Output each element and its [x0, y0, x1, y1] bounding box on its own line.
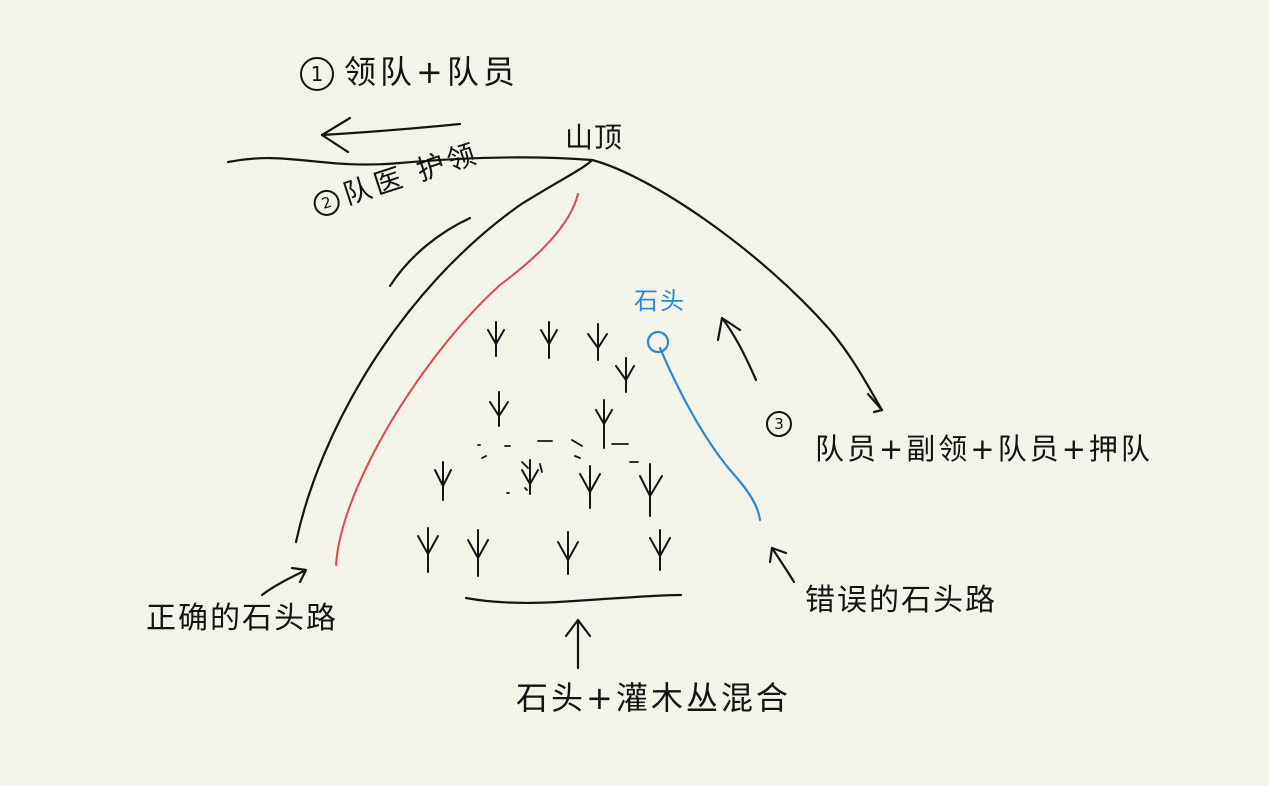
shrub	[587, 323, 608, 361]
shrub	[489, 391, 509, 427]
shrub	[467, 529, 489, 577]
wrong-path-arrow-head	[768, 546, 788, 564]
shrub	[540, 321, 558, 359]
shrub	[639, 463, 663, 517]
wrong-path-arrow	[770, 546, 796, 584]
route3-number: 3	[766, 410, 792, 437]
route3-arrow	[720, 316, 758, 382]
route3-number-wrap: 3	[766, 410, 798, 437]
correct-path-arrow-head	[290, 566, 308, 584]
route3-text: 队员+副领+队员+押队	[815, 432, 1153, 466]
shrub	[595, 399, 613, 449]
boulder-label: 石头	[634, 287, 686, 315]
shrub	[487, 321, 505, 357]
wrong-stone-path	[658, 346, 762, 522]
shrub	[417, 527, 439, 573]
shrub	[649, 529, 671, 571]
route1-number: 1	[300, 57, 334, 91]
correct-path-label: 正确的石头路	[146, 601, 338, 636]
boulder-circle	[646, 330, 670, 354]
shrubs	[417, 321, 671, 577]
terrain-underline	[464, 593, 683, 605]
correct-stone-path	[335, 193, 579, 566]
wrong-path-label: 错误的石头路	[805, 583, 997, 618]
shrub	[557, 531, 579, 575]
shrub	[579, 465, 601, 509]
terrain-arrow-head	[564, 618, 592, 638]
mountain-outline	[294, 158, 884, 544]
correct-path-arrow	[260, 568, 308, 597]
route1-text: 领队+队员	[344, 53, 519, 91]
mountain-right-hook	[866, 392, 884, 414]
route3-arrow-head	[716, 316, 742, 342]
ridge-line	[226, 156, 594, 166]
left-arrow-head	[320, 116, 352, 154]
summit-label: 山顶	[565, 121, 624, 154]
terrain-label: 石头+灌木丛混合	[516, 679, 791, 717]
route1-label: 1 领队+队员	[300, 56, 519, 91]
route2-contour	[388, 216, 472, 288]
shrub	[521, 459, 539, 495]
shrub	[615, 357, 635, 393]
stone-marks	[477, 439, 639, 494]
left-arrow	[320, 122, 462, 137]
shrub	[434, 461, 452, 501]
